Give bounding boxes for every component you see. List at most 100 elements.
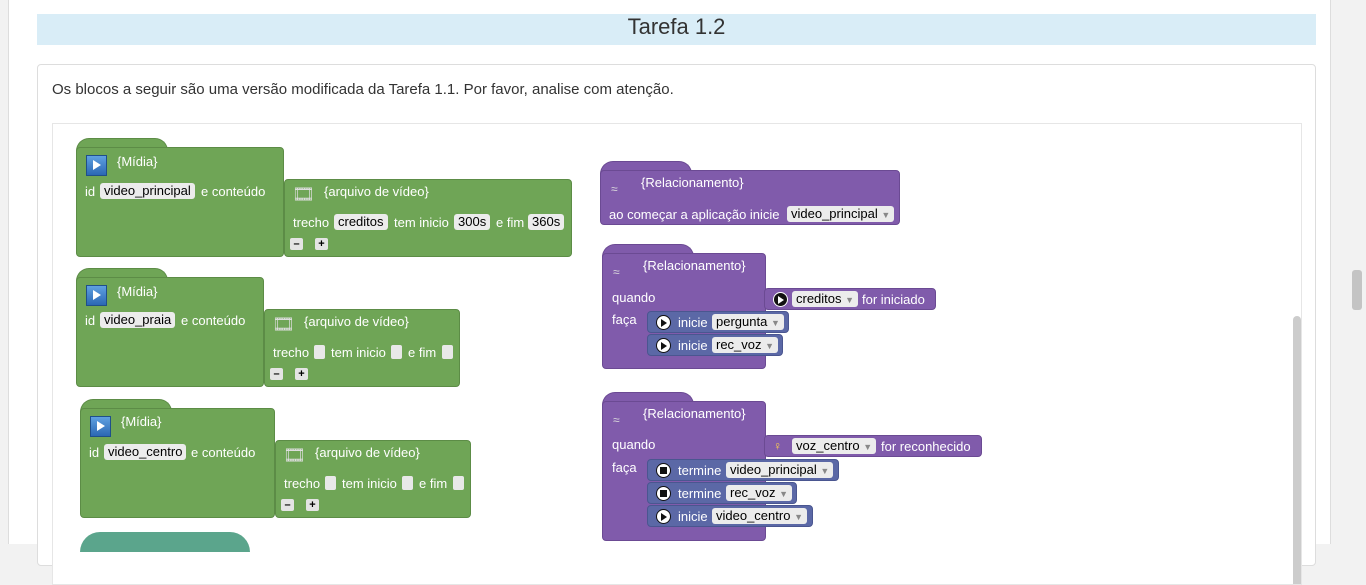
task-panel: Os blocos a seguir são uma versão modifi… (37, 64, 1316, 585)
id-label: id (85, 313, 96, 328)
action-verb: inicie (678, 509, 708, 524)
condition-label: for reconhecido (881, 439, 971, 454)
media-block-label: {Mídia} (121, 414, 162, 429)
film-reel-icon: 🎞 (292, 184, 315, 204)
fim-label: e fim (496, 215, 525, 230)
stop-icon (656, 486, 671, 501)
content-label: e conteúdo (201, 184, 266, 199)
fim-field[interactable] (442, 345, 453, 359)
media-id-field[interactable]: video_principal (100, 183, 195, 199)
inicio-field[interactable] (391, 345, 402, 359)
partial-block[interactable] (80, 532, 250, 552)
dropdown-arrow-icon: ▼ (881, 210, 891, 220)
trigger-dropdown[interactable]: creditos ▼ (792, 291, 859, 307)
dropdown-arrow-icon: ▼ (794, 512, 803, 522)
inicio-label: tem inicio (394, 215, 449, 230)
relationship-icon: ≈ (611, 182, 618, 196)
trigger-dropdown[interactable]: voz_centro ▼ (792, 438, 877, 454)
fim-field[interactable]: 360s (528, 214, 565, 230)
relationship-label: {Relacionamento} (643, 258, 746, 273)
action-block[interactable]: inicie pergunta ▼ (647, 311, 789, 333)
trecho-field[interactable] (325, 476, 336, 490)
when-label: quando (612, 437, 656, 452)
target-dropdown[interactable]: rec_voz ▼ (726, 485, 793, 501)
dropdown-arrow-icon: ▼ (765, 341, 775, 351)
action-block[interactable]: inicie rec_voz ▼ (647, 334, 783, 356)
fim-label: e fim (419, 476, 448, 491)
add-button[interactable]: + (315, 238, 328, 250)
when-label: quando (612, 290, 656, 305)
dropdown-value: pergunta (716, 314, 768, 329)
play-icon (773, 292, 788, 307)
target-dropdown[interactable]: pergunta ▼ (712, 314, 784, 330)
page-scrollbar[interactable] (1338, 0, 1366, 544)
condition-block[interactable]: creditos ▼ for iniciado (764, 288, 936, 310)
play-icon (86, 155, 107, 176)
play-icon (656, 315, 671, 330)
remove-button[interactable]: – (290, 238, 303, 250)
add-button[interactable]: + (306, 499, 319, 511)
id-label: id (89, 445, 100, 460)
action-block[interactable]: inicie video_centro ▼ (647, 505, 813, 527)
film-reel-icon: 🎞 (272, 314, 295, 334)
action-block[interactable]: termine video_principal ▼ (647, 459, 839, 481)
stop-icon (656, 463, 671, 478)
relationship-label: {Relacionamento} (643, 406, 746, 421)
video-file-block[interactable]: 🎞 {arquivo de vídeo} trecho tem inicio e… (275, 440, 471, 518)
media-id-field[interactable]: video_centro (104, 444, 187, 460)
do-label: faça (612, 312, 637, 327)
task-description: Os blocos a seguir são uma versão modifi… (52, 81, 674, 98)
film-reel-icon: 🎞 (283, 445, 306, 465)
start-label: ao começar a aplicação inicie (609, 207, 780, 222)
workspace-scrollbar[interactable] (1293, 316, 1301, 584)
condition-block[interactable]: ♀ voz_centro ▼ for reconhecido (764, 435, 982, 457)
media-block-label: {Mídia} (117, 154, 158, 169)
do-label: faça (612, 460, 637, 475)
content-label: e conteúdo (191, 445, 256, 460)
dropdown-arrow-icon: ▼ (863, 442, 873, 452)
trecho-label: trecho (273, 345, 310, 360)
play-icon (86, 285, 107, 306)
media-block-video-centro[interactable]: {Mídia} id video_centro e conteúdo (80, 408, 275, 518)
target-dropdown[interactable]: rec_voz ▼ (712, 337, 779, 353)
dropdown-value: rec_voz (716, 337, 762, 352)
video-file-label: {arquivo de vídeo} (324, 184, 429, 199)
video-file-label: {arquivo de vídeo} (304, 314, 409, 329)
inicio-field[interactable]: 300s (454, 214, 491, 230)
relationship-block-start[interactable]: ≈ {Relacionamento} ao começar a aplicaçã… (600, 170, 900, 225)
media-block-video-principal[interactable]: {Mídia} id video_principal e conteúdo (76, 147, 284, 257)
id-label: id (85, 184, 96, 199)
dropdown-arrow-icon: ▼ (845, 295, 855, 305)
media-block-label: {Mídia} (117, 284, 158, 299)
page-scrollbar-thumb[interactable] (1352, 270, 1362, 310)
target-dropdown[interactable]: video_centro ▼ (712, 508, 807, 524)
blocks-workspace[interactable]: {Mídia} id video_principal e conteúdo 🎞 … (52, 123, 1302, 585)
video-file-block[interactable]: 🎞 {arquivo de vídeo} trecho creditos tem… (284, 179, 572, 257)
trecho-field[interactable] (314, 345, 325, 359)
inicio-field[interactable] (402, 476, 413, 490)
trecho-label: trecho (293, 215, 330, 230)
play-icon (90, 416, 111, 437)
video-file-block[interactable]: 🎞 {arquivo de vídeo} trecho tem inicio e… (264, 309, 460, 387)
dropdown-value: video_centro (716, 508, 791, 523)
action-verb: inicie (678, 338, 708, 353)
remove-button[interactable]: – (281, 499, 294, 511)
play-icon (656, 338, 671, 353)
relationship-icon: ≈ (613, 413, 620, 427)
video-file-label: {arquivo de vídeo} (315, 445, 420, 460)
dropdown-arrow-icon: ▼ (820, 466, 830, 476)
target-dropdown[interactable]: video_principal ▼ (726, 462, 834, 478)
action-block[interactable]: termine rec_voz ▼ (647, 482, 797, 504)
fim-field[interactable] (453, 476, 464, 490)
inicio-label: tem inicio (331, 345, 386, 360)
trecho-field[interactable]: creditos (334, 214, 388, 230)
media-id-field[interactable]: video_praia (100, 312, 176, 328)
start-media-dropdown[interactable]: video_principal ▼ (787, 206, 895, 222)
action-verb: termine (678, 463, 722, 478)
condition-label: for iniciado (862, 292, 925, 307)
relationship-icon: ≈ (613, 265, 620, 279)
media-block-video-praia[interactable]: {Mídia} id video_praia e conteúdo (76, 277, 264, 387)
add-button[interactable]: + (295, 368, 308, 380)
remove-button[interactable]: – (270, 368, 283, 380)
dropdown-value: video_principal (730, 462, 817, 477)
